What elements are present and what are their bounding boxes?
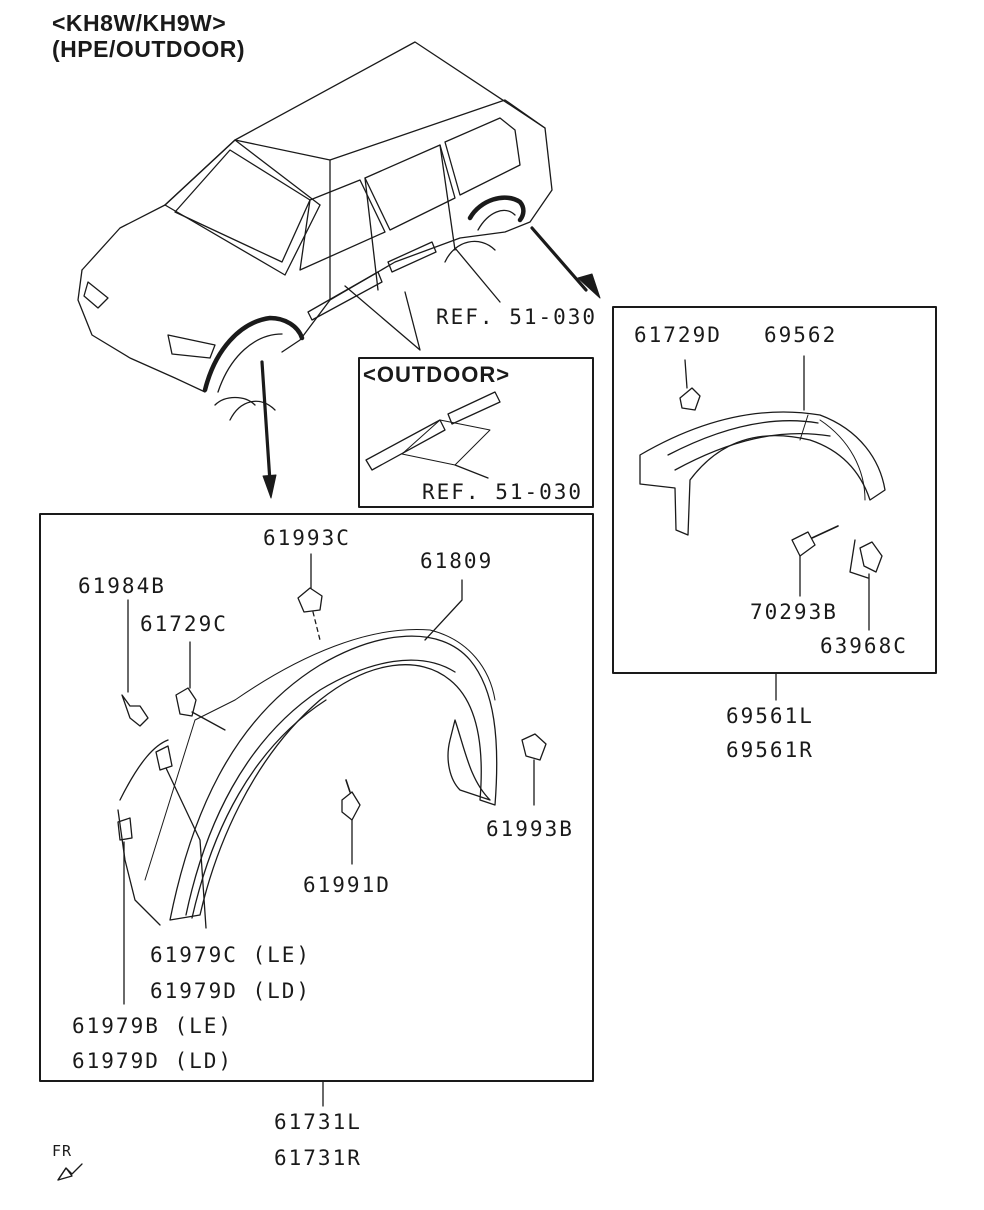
part-label-61809[interactable]: 61809 [420, 549, 494, 573]
assembly-label-61731l[interactable]: 61731L [274, 1110, 362, 1134]
part-label-61984b[interactable]: 61984B [78, 574, 166, 598]
assembly-label-61731r[interactable]: 61731R [274, 1146, 362, 1170]
part-label-61993b[interactable]: 61993B [486, 817, 574, 841]
part-label-63968c[interactable]: 63968C [820, 634, 908, 658]
variant-header: (HPE/OUTDOOR) [52, 36, 246, 62]
rear-fender-box [612, 306, 937, 701]
part-label-61993c[interactable]: 61993C [263, 526, 351, 550]
vehicle-illustration [77, 41, 553, 421]
assembly-label-69561l[interactable]: 69561L [726, 704, 814, 728]
part-label-61979d-ld-lower[interactable]: 61979D (LD) [72, 1049, 234, 1073]
front-fender-box [39, 513, 594, 1107]
part-label-61729c[interactable]: 61729C [140, 612, 228, 636]
model-code-header: <KH8W/KH9W> [52, 10, 227, 36]
part-label-61991d[interactable]: 61991D [303, 873, 391, 897]
part-label-70293b[interactable]: 70293B [750, 600, 838, 624]
part-label-61979c-le[interactable]: 61979C (LE) [150, 943, 312, 967]
front-orientation-label: FR [52, 1142, 73, 1160]
fr-arrow [57, 1163, 83, 1181]
part-label-69562[interactable]: 69562 [764, 323, 838, 347]
outdoor-box [358, 357, 594, 508]
outdoor-box-title: <OUTDOOR> [363, 362, 511, 387]
part-label-61979d-ld-upper[interactable]: 61979D (LD) [150, 979, 312, 1003]
part-label-61729d[interactable]: 61729D [634, 323, 722, 347]
assembly-label-69561r[interactable]: 69561R [726, 738, 814, 762]
part-label-61979b-le[interactable]: 61979B (LE) [72, 1014, 234, 1038]
callout-arrows [260, 226, 601, 499]
vehicle-ref-label[interactable]: REF. 51-030 [436, 305, 598, 329]
outdoor-ref-label[interactable]: REF. 51-030 [422, 480, 584, 504]
